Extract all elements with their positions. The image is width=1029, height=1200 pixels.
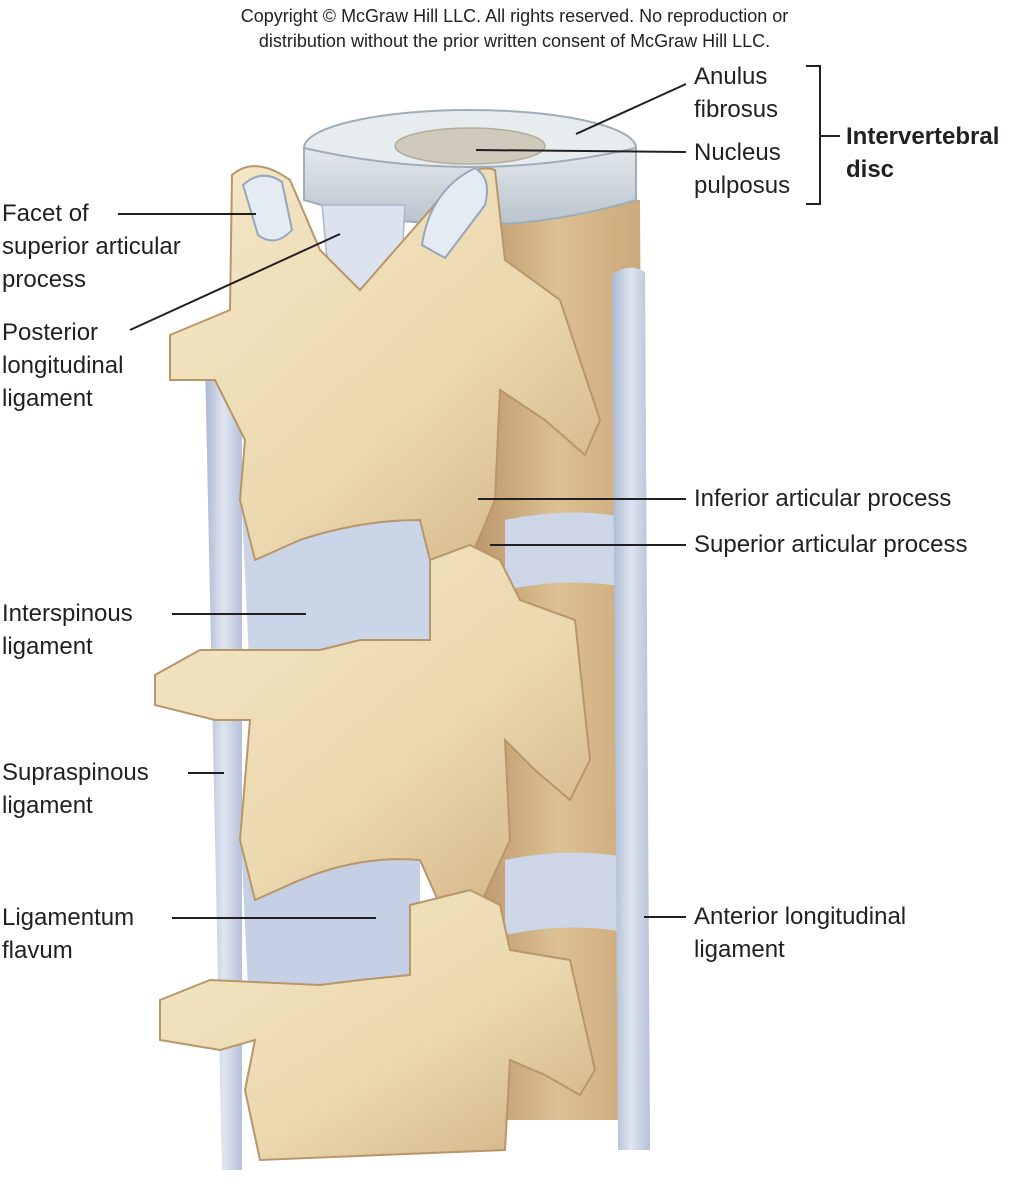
label-anulus-fibrosus: Anulus fibrosus: [694, 60, 778, 126]
label-facet-line1: Facet of: [2, 200, 89, 227]
label-interspinous-ligament: Interspinous ligament: [2, 597, 133, 663]
label-posterior-longitudinal-ligament: Posterior longitudinal ligament: [2, 316, 123, 415]
label-anterior-longitudinal-ligament: Anterior longitudinal ligament: [694, 900, 906, 966]
label-supraspinous-line1: Supraspinous: [2, 759, 149, 786]
label-pll-line3: ligament: [2, 385, 93, 412]
label-superior-articular-process: Superior articular process: [694, 531, 968, 558]
anterior-longitudinal-ligament-shape: [612, 267, 650, 1150]
disc-bracket: [806, 65, 821, 205]
label-disc-line2: disc: [846, 156, 895, 183]
label-pll-line2: longitudinal: [2, 352, 124, 379]
label-facet-line3: process: [2, 266, 87, 293]
copyright-line-1: Copyright © McGraw Hill LLC. All rights …: [240, 6, 789, 26]
label-interspinous-line1: Interspinous: [2, 600, 133, 627]
copyright-line-2: distribution without the prior written c…: [258, 31, 771, 51]
label-nucleus-line2: pulposus: [694, 172, 791, 199]
label-inferior-articular-process: Inferior articular process: [694, 485, 952, 512]
label-intervertebral-disc: Intervertebral disc: [846, 120, 999, 186]
label-anulus-line1: Anulus: [694, 63, 768, 90]
facet-left: [241, 174, 294, 242]
vertebra-2: [154, 543, 592, 906]
supraspinous-ligament-shape: [205, 356, 242, 1170]
label-nucleus-line1: Nucleus: [694, 139, 781, 166]
lower-disc-1: [505, 512, 640, 590]
label-facet-superior-articular: Facet of superior articular process: [2, 197, 181, 296]
leader-nucleus: [475, 149, 687, 153]
label-anulus-line2: fibrosus: [694, 96, 779, 123]
label-facet-line2: superior articular: [2, 233, 181, 260]
vertebra-3: [159, 888, 597, 1162]
label-supraspinous-line2: ligament: [2, 792, 93, 819]
label-all-line1: Anterior longitudinal: [694, 903, 907, 930]
leader-lines: [118, 65, 840, 919]
facet-right: [420, 166, 488, 260]
vertebra-1: [169, 165, 602, 562]
label-disc-line1: Intervertebral: [846, 123, 1000, 150]
label-flavum-line2: flavum: [2, 937, 73, 964]
label-supraspinous-ligament: Supraspinous ligament: [2, 756, 149, 822]
copyright-notice: Copyright © McGraw Hill LLC. All rights …: [0, 4, 1029, 54]
leader-pll: [129, 233, 341, 331]
lower-disc-2: [505, 852, 640, 935]
label-interspinous-line2: ligament: [2, 633, 93, 660]
label-flavum-line1: Ligamentum: [2, 904, 135, 931]
label-nucleus-pulposus: Nucleus pulposus: [694, 136, 790, 202]
nucleus-pulposus-shape: [394, 127, 546, 165]
label-pll-line1: Posterior: [2, 319, 99, 346]
leader-anulus: [575, 83, 687, 135]
label-all-line2: ligament: [694, 936, 785, 963]
label-ligamentum-flavum: Ligamentum flavum: [2, 901, 134, 967]
